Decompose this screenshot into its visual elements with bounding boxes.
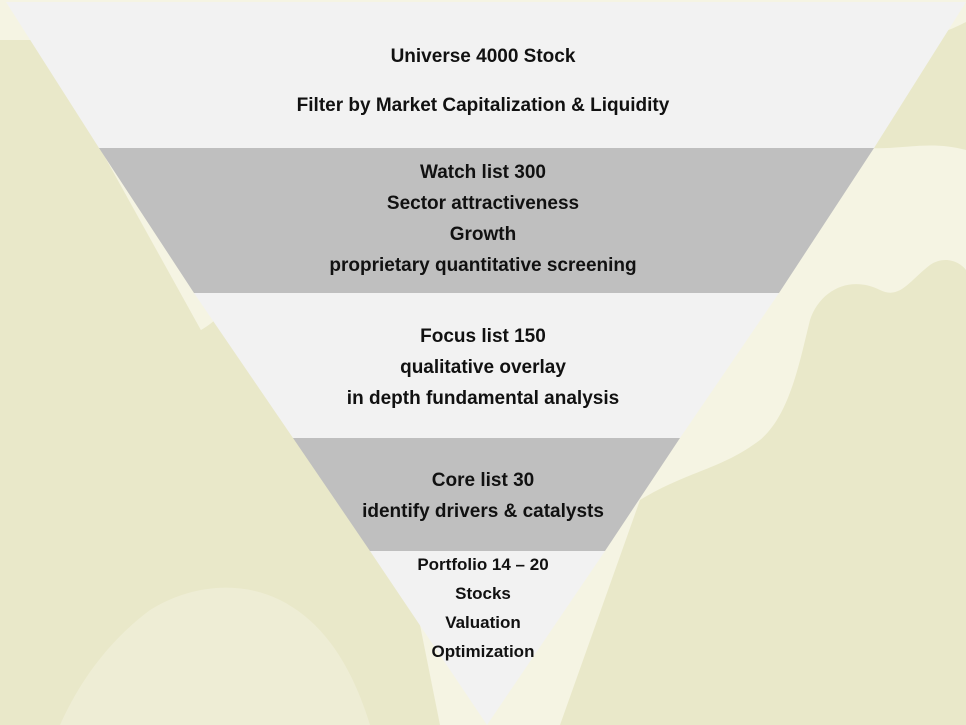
level-5-title: Portfolio 14 – 20: [417, 555, 549, 574]
funnel-level-1-label: Universe 4000 Stock Filter by Market Cap…: [0, 46, 966, 117]
level-4-line-2: identify drivers & catalysts: [362, 501, 604, 522]
level-2-title: Watch list 300: [419, 162, 546, 183]
level-5-line-2: Stocks: [455, 584, 511, 603]
bg-left-figure: [0, 274, 440, 725]
funnel-level-3-label: Focus list 150 qualitative overlay in de…: [0, 321, 966, 414]
funnel-level-2-band: [99, 148, 874, 293]
level-5-line-3: Valuation: [445, 613, 521, 632]
bg-right-hills: [560, 260, 966, 725]
level-3-title: Focus list 150: [420, 326, 546, 347]
funnel-level-2-label: Watch list 300 Sector attractiveness Gro…: [0, 157, 966, 281]
funnel-level-5-label: Portfolio 14 – 20 Stocks Valuation Optim…: [0, 550, 966, 666]
funnel-level-5-band: [370, 551, 605, 725]
funnel-level-3-band: [194, 293, 779, 438]
funnel-level-1-band: [6, 2, 966, 148]
funnel-level-4-band: [293, 438, 680, 551]
level-3-line-3: in depth fundamental analysis: [346, 388, 620, 409]
level-1-title: Universe 4000 Stock: [390, 46, 576, 67]
level-5-line-4: Optimization: [431, 642, 535, 661]
level-1-line-2: Filter by Market Capitalization & Liquid…: [296, 95, 670, 116]
bg-lower-shape: [60, 587, 370, 725]
funnel-level-4-label: Core list 30 identify drivers & catalyst…: [0, 465, 966, 527]
level-3-line-2: qualitative overlay: [400, 357, 566, 378]
level-4-title: Core list 30: [431, 470, 535, 491]
level-2-line-2: Sector attractiveness: [386, 193, 580, 214]
level-2-line-3: Growth: [449, 224, 517, 245]
level-2-line-4: proprietary quantitative screening: [329, 255, 637, 276]
